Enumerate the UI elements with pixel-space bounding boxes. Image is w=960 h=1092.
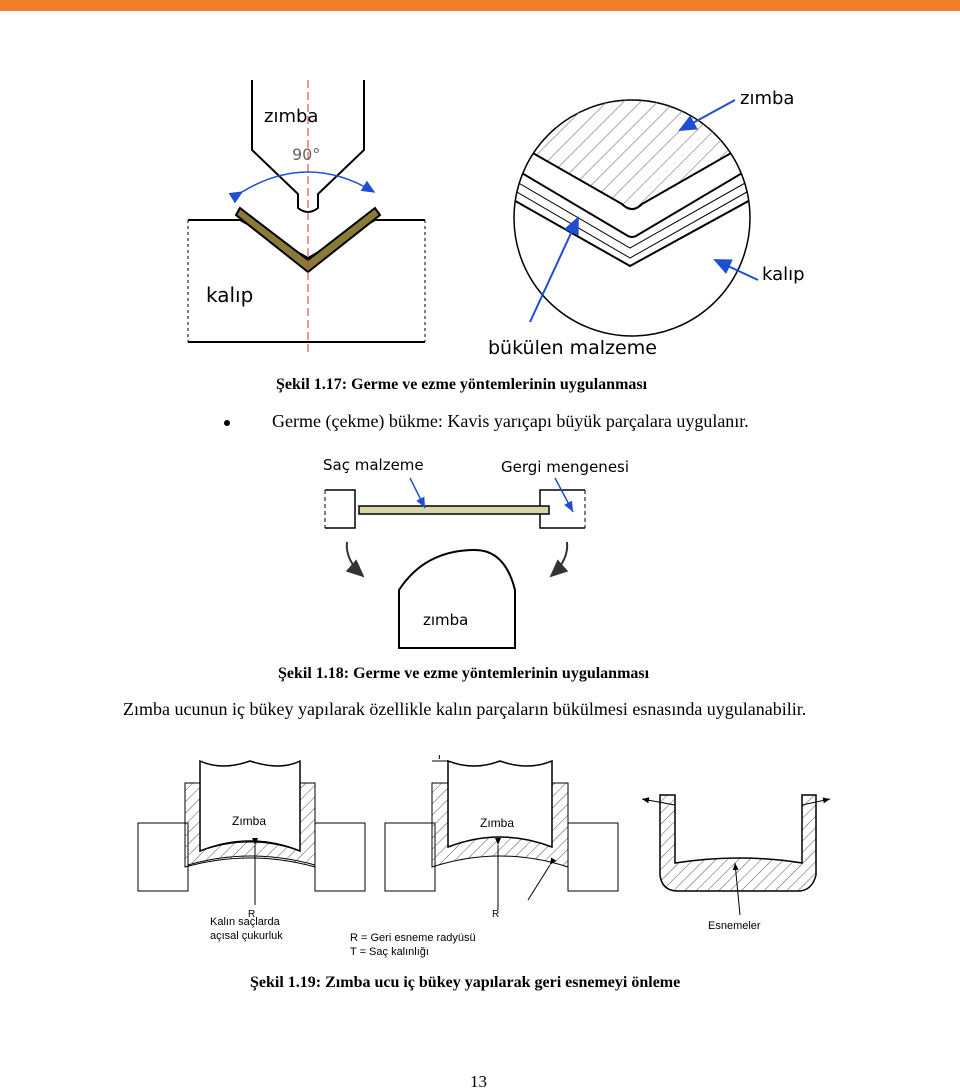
zimba-label-2: Zımba bbox=[480, 816, 514, 830]
esnemeler-label: Esnemeler bbox=[708, 920, 761, 932]
body-paragraph: Zımba ucunun iç bükey yapılarak özellikl… bbox=[123, 699, 807, 719]
zimba-label-right: zımba bbox=[740, 88, 794, 109]
material-label: bükülen malzeme bbox=[488, 337, 657, 359]
zimba-label: zımba bbox=[264, 106, 318, 127]
left-die bbox=[187, 219, 426, 343]
angle-arc bbox=[228, 171, 376, 204]
r-label-1: R bbox=[248, 909, 255, 920]
page-number: 13 bbox=[470, 1072, 487, 1091]
arrow-zimba bbox=[678, 99, 736, 131]
zimba-label-1: Zımba bbox=[232, 814, 266, 828]
punch-shape bbox=[398, 548, 516, 649]
rotate-arrow-left bbox=[345, 541, 365, 578]
legend-t: T = Saç kalınlığı bbox=[350, 946, 429, 958]
panel-1 bbox=[137, 759, 366, 905]
sheet-material bbox=[358, 505, 550, 515]
sheet-label: Saç malzeme bbox=[323, 456, 424, 474]
panel-2 bbox=[384, 759, 619, 910]
rotate-arrow-right bbox=[549, 541, 569, 578]
top-accent-bar bbox=[0, 0, 960, 11]
detail-circle bbox=[513, 99, 751, 337]
note-line-1: Kalın saçlarda bbox=[210, 916, 281, 928]
legend-r: R = Geri esneme radyüsü bbox=[350, 932, 476, 944]
arrow-kalip bbox=[713, 259, 759, 281]
figure-1-18-drawing: Saç malzeme Gergi mengenesi zımba bbox=[323, 456, 629, 649]
bullet-marker bbox=[224, 420, 230, 426]
arrow-clamp bbox=[554, 477, 574, 513]
clamp-label: Gergi mengenesi bbox=[501, 458, 629, 476]
figure-1-19-drawing: Zımba Zımba T R R Kalın saçlarda açısal … bbox=[137, 755, 831, 958]
arrow-sheet bbox=[409, 477, 426, 509]
arrow-material bbox=[529, 216, 579, 323]
figure-1-17-drawing: zımba 90° kalıp zımba kalıp bükülen malz… bbox=[187, 80, 805, 359]
figure-1-19-caption: Şekil 1.19: Zımba ucu iç bükey yapılarak… bbox=[250, 974, 681, 991]
figure-1-18-caption: Şekil 1.18: Germe ve ezme yöntemlerinin … bbox=[278, 665, 650, 682]
kalip-label-right: kalıp bbox=[762, 264, 805, 285]
angle-label: 90° bbox=[292, 145, 320, 164]
punch-label: zımba bbox=[423, 611, 468, 629]
kalip-label: kalıp bbox=[206, 283, 253, 307]
bullet-text: Germe (çekme) bükme: Kavis yarıçapı büyü… bbox=[272, 411, 749, 431]
left-clamp bbox=[324, 489, 356, 529]
panel-3 bbox=[641, 794, 831, 916]
figure-1-17-caption: Şekil 1.17: Germe ve ezme yöntemlerinin … bbox=[276, 376, 648, 393]
t-label: T bbox=[436, 755, 443, 762]
r-label-2: R bbox=[492, 909, 499, 920]
note-line-2: açısal çukurluk bbox=[210, 930, 283, 942]
